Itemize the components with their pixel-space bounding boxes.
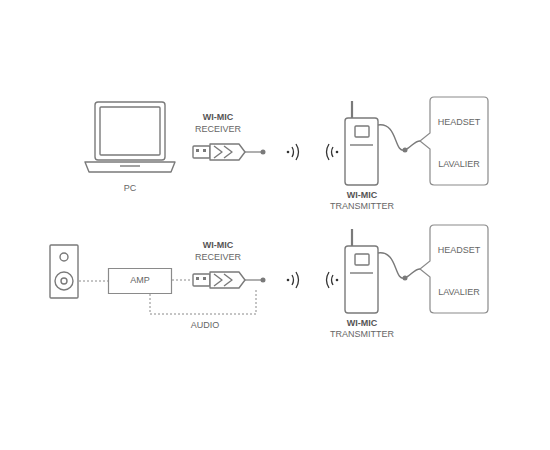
callout-box: HEADSET LAVALIER xyxy=(430,225,488,313)
node-outline xyxy=(430,97,488,185)
antenna xyxy=(351,101,353,118)
node-text: HEADSET xyxy=(438,117,481,128)
device-name: WI-MIC xyxy=(347,190,378,201)
outline-path xyxy=(420,97,488,185)
node-text: HEADSET xyxy=(438,245,481,256)
receiver-body xyxy=(210,144,245,160)
transmitter-body xyxy=(345,118,378,185)
signal-waves xyxy=(287,144,339,160)
outline-path xyxy=(420,225,488,313)
usb-plug xyxy=(193,146,210,158)
outline-path xyxy=(109,269,172,294)
mic-cable xyxy=(378,125,420,151)
callout-box: HEADSET LAVALIER xyxy=(430,97,488,185)
node-text: LAVALIER xyxy=(438,159,480,170)
device-label: PC xyxy=(124,183,137,194)
laptop-icon xyxy=(85,102,175,172)
speaker-icon xyxy=(50,245,78,298)
device-label: TRANSMITTER xyxy=(330,201,394,212)
device-name: WI-MIC xyxy=(203,240,234,251)
device-label: AUDIO xyxy=(191,320,220,331)
device-name: WI-MIC xyxy=(347,318,378,329)
device-name: WI-MIC xyxy=(203,112,234,123)
node-outline xyxy=(430,225,488,313)
device-label: RECEIVER xyxy=(195,124,241,135)
node-text: LAVALIER xyxy=(438,287,480,298)
node-text: AMP xyxy=(130,275,150,286)
amp-box: AMP xyxy=(108,268,172,294)
device-label: TRANSMITTER xyxy=(330,329,394,340)
device-label: RECEIVER xyxy=(195,252,241,263)
